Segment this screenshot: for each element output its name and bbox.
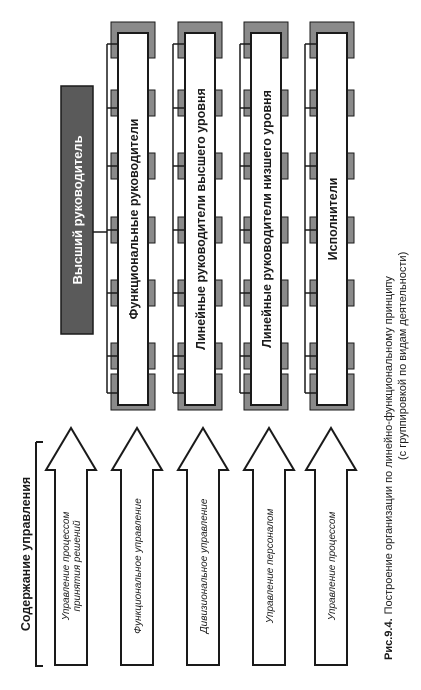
- top-manager-label: Высший руководитель: [70, 135, 85, 284]
- grid-ticks: [107, 43, 316, 394]
- caption-line-2: (с группировкой по видам деятельности): [397, 252, 409, 460]
- arrow-1: Управление процессом принятия решений: [44, 426, 98, 666]
- column-label-1: Функциональные руководители: [127, 119, 141, 320]
- arrow-5: Управление процессом: [304, 426, 358, 666]
- arrow-5-label: Управление процессом: [327, 512, 338, 622]
- column-lower-line-managers: Линейные руководители низшего уровня: [250, 32, 282, 406]
- arrow-1-label-line2: принятия решений: [72, 520, 83, 612]
- arrow-2: Функциональное управление: [110, 426, 164, 666]
- arrow-shape: [110, 426, 164, 666]
- arrow-3: Дивизиональное управление: [176, 426, 230, 666]
- arrow-1-label-line1: Управление процессом: [61, 512, 72, 622]
- figure-caption: Рис.9.4. Построение организации по линейн…: [383, 252, 409, 660]
- column-label-2: Линейные руководители высшего уровня: [194, 88, 208, 350]
- column-bar-4: [316, 32, 348, 406]
- column-bar-1: [117, 32, 149, 406]
- arrow-shape: [304, 426, 358, 666]
- arrow-2-label: Функциональное управление: [133, 498, 144, 634]
- column-label-4: Исполнители: [326, 178, 340, 261]
- column-executors: Исполнители: [316, 32, 348, 406]
- column-bar-3: [250, 32, 282, 406]
- arrow-4-label: Управление персоналом: [265, 509, 276, 625]
- content-header: Содержание управления: [19, 441, 43, 667]
- column-functional-managers: Функциональные руководители: [117, 32, 149, 406]
- caption-prefix: Рис.9.4.: [383, 618, 395, 660]
- connector-rails: [106, 44, 306, 393]
- arrow-shape: [242, 426, 296, 666]
- header-bracket: [35, 442, 43, 667]
- top-manager-box: [60, 85, 94, 335]
- caption-text: Построение организации по линейно-функци…: [383, 276, 395, 615]
- top-manager: Высший руководитель: [60, 85, 94, 335]
- caption-line-1: Рис.9.4. Построение организации по линейн…: [383, 276, 395, 660]
- column-bar-2: [184, 32, 216, 406]
- arrow-shape: [44, 426, 98, 666]
- arrow-3-label: Дивизиональное управление: [199, 498, 210, 634]
- column-top-line-managers: Линейные руководители высшего уровня: [184, 32, 216, 406]
- column-label-3: Линейные руководители низшего уровня: [260, 90, 274, 348]
- arrow-shape: [176, 426, 230, 666]
- content-header-label: Содержание управления: [19, 477, 33, 631]
- arrow-4: Управление персоналом: [242, 426, 296, 666]
